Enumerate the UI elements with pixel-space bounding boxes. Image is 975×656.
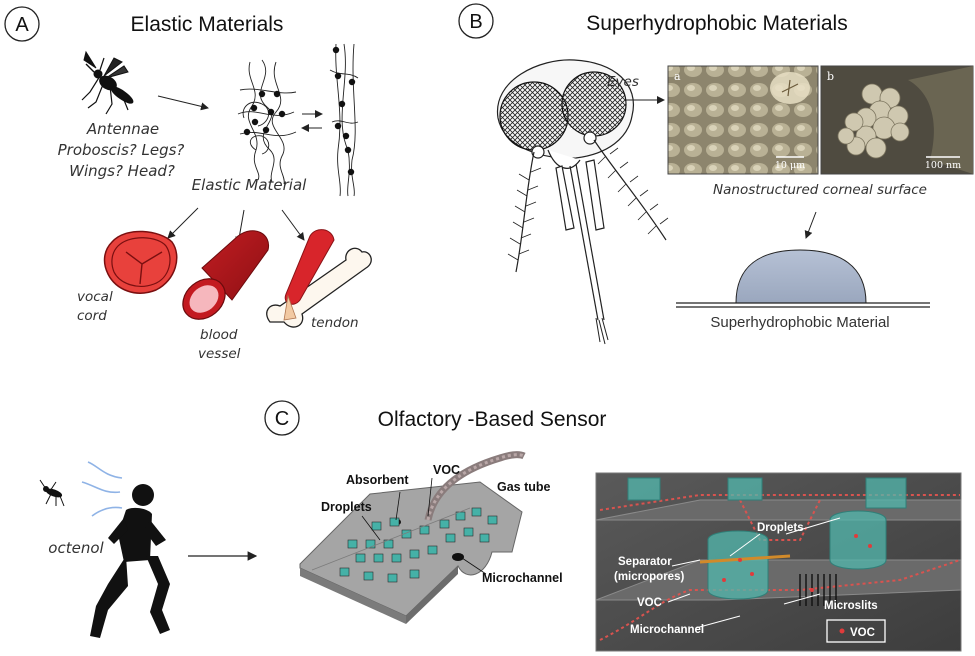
chip-droplets-label: Droplets (321, 500, 372, 514)
arrow-to-tendon (281, 209, 305, 241)
panel-c-letter: C (275, 408, 289, 430)
question-line-3: Wings? Head? (69, 162, 175, 180)
panel-b: B Superhydrophobic Materials (458, 3, 974, 345)
sem-b-letter: b (827, 70, 834, 83)
sem-caption: Nanostructured corneal surface (713, 182, 927, 198)
panel-a-badge (4, 6, 40, 42)
runner-silhouette (90, 484, 170, 638)
elastic-question: Antennae Proboscis? Legs? Wings? Head? (58, 120, 185, 180)
substrate-surface (676, 302, 930, 308)
arrow-to-droplet (804, 211, 817, 239)
chip-voc-label: VOC (433, 463, 460, 477)
mosquito-head-drawing (496, 59, 669, 345)
panel-b-title: Superhydrophobic Materials (586, 12, 847, 35)
sem-image-a: a 10 μm (667, 65, 819, 175)
panel-c-badge (264, 400, 300, 436)
sem-a-letter: a (674, 70, 681, 83)
blood-vessel-icon (182, 230, 270, 320)
octenol-label: octenol (48, 539, 104, 557)
question-line-2: Proboscis? Legs? (58, 141, 185, 159)
droplet-caption: Superhydrophobic Material (710, 314, 889, 331)
detail-microchannel-label: Microchannel (630, 624, 704, 636)
gas-tube (424, 451, 526, 521)
panel-a-letter: A (15, 14, 29, 36)
small-mosquito-icon (39, 479, 65, 507)
question-line-1: Antennae (86, 120, 159, 138)
detail-micropores-label: (micropores) (614, 571, 684, 583)
panel-b-badge (458, 3, 494, 39)
detail-droplets-label: Droplets (757, 522, 804, 534)
sem-b-scale: 100 nm (925, 160, 961, 171)
scent-wisps (81, 461, 123, 517)
detail-legend: VOC (826, 619, 886, 643)
polymer-network-coiled (237, 59, 297, 185)
panel-c: C Olfactory -Based Sensor octenol (39, 400, 962, 652)
detail-separator-label: Separator (618, 556, 672, 568)
panel-c-title: Olfactory -Based Sensor (378, 408, 607, 431)
sensor-chip (299, 451, 526, 624)
polymer-crosslinks-coiled (243, 90, 286, 136)
eyes-label: Eyes (607, 74, 639, 90)
detail-voc-label: VOC (637, 597, 662, 609)
blood-vessel-label-1: blood (200, 327, 238, 343)
vocal-cord-label-2: cord (77, 308, 107, 324)
blood-vessel-label-2: vessel (198, 346, 241, 362)
vocal-cord-icon (103, 230, 178, 294)
sensor-detail-render: Droplets Separator (micropores) VOC Micr… (595, 472, 962, 652)
sem-a-scale: 10 μm (775, 160, 805, 171)
droplet-array (339, 507, 498, 583)
polymer-network-stretched (329, 43, 359, 197)
panel-a: A Elastic Materials Antennae Proboscis? … (4, 6, 372, 362)
chip-gas-tube-label: Gas tube (497, 480, 551, 494)
chip-leaders (361, 477, 487, 575)
panel-b-letter: B (469, 11, 482, 33)
vocal-cord-label-1: vocal (77, 289, 113, 305)
arrow-to-vocal-cord (167, 207, 199, 239)
tendon-label: tendon (311, 315, 359, 331)
mosquito-icon (81, 50, 134, 115)
chip-absorbent-label: Absorbent (346, 473, 409, 487)
polymer-crosslinks-stretched (332, 46, 356, 176)
chip-microchannel-label: Microchannel (482, 571, 563, 585)
water-droplet (735, 249, 867, 304)
arrow-mosquito-to-material (157, 95, 209, 111)
elastic-material-label: Elastic Material (192, 176, 307, 194)
left-compound-eye (499, 81, 569, 151)
legend-voc-label: VOC (850, 627, 875, 639)
sem-image-b: b 100 nm (820, 65, 974, 175)
detail-microslits-label: Microslits (824, 600, 878, 612)
panel-a-title: Elastic Materials (131, 13, 284, 36)
tendon-icon (266, 229, 372, 328)
